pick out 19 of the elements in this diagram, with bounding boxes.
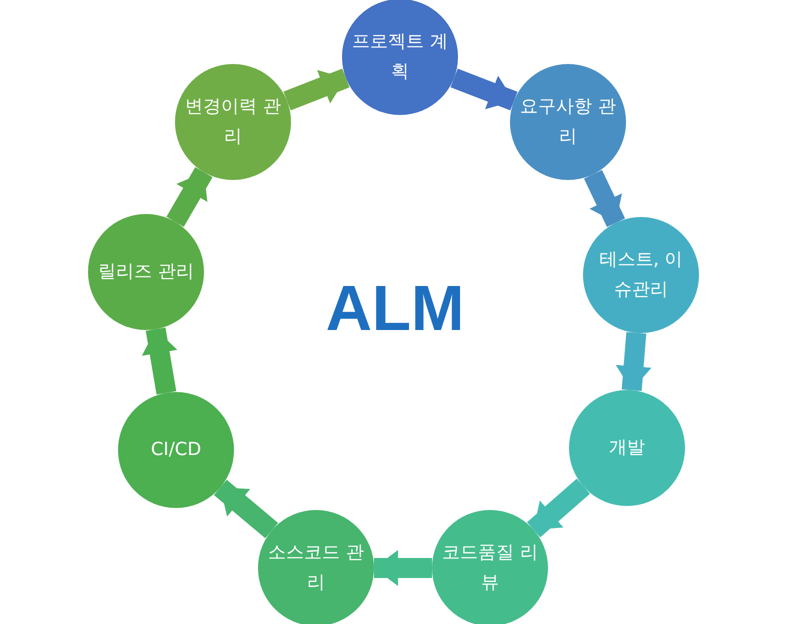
node-label: 릴리즈 관리 bbox=[98, 260, 194, 284]
arrow bbox=[450, 68, 518, 110]
node-label: 요구사항 관리 bbox=[520, 95, 616, 149]
node-label: 변경이력 관리 bbox=[185, 95, 281, 149]
node-label: 코드품질 리뷰 bbox=[442, 541, 538, 595]
node-label: 프로젝트 계획 bbox=[352, 30, 448, 84]
node-label: 개발 bbox=[608, 436, 646, 460]
center-title: ALM bbox=[324, 271, 466, 346]
arrow bbox=[142, 328, 178, 394]
arrow bbox=[166, 167, 213, 227]
arrow bbox=[584, 170, 626, 227]
node-label: 테스트, 이슈관리 bbox=[598, 248, 684, 302]
node-label: CI/CD bbox=[150, 438, 202, 462]
arrow bbox=[616, 332, 652, 392]
arrow bbox=[214, 480, 278, 538]
arrow bbox=[283, 68, 350, 110]
arrow bbox=[527, 478, 590, 538]
node-label: 소스코드 관리 bbox=[268, 541, 364, 595]
arrow bbox=[374, 550, 432, 586]
